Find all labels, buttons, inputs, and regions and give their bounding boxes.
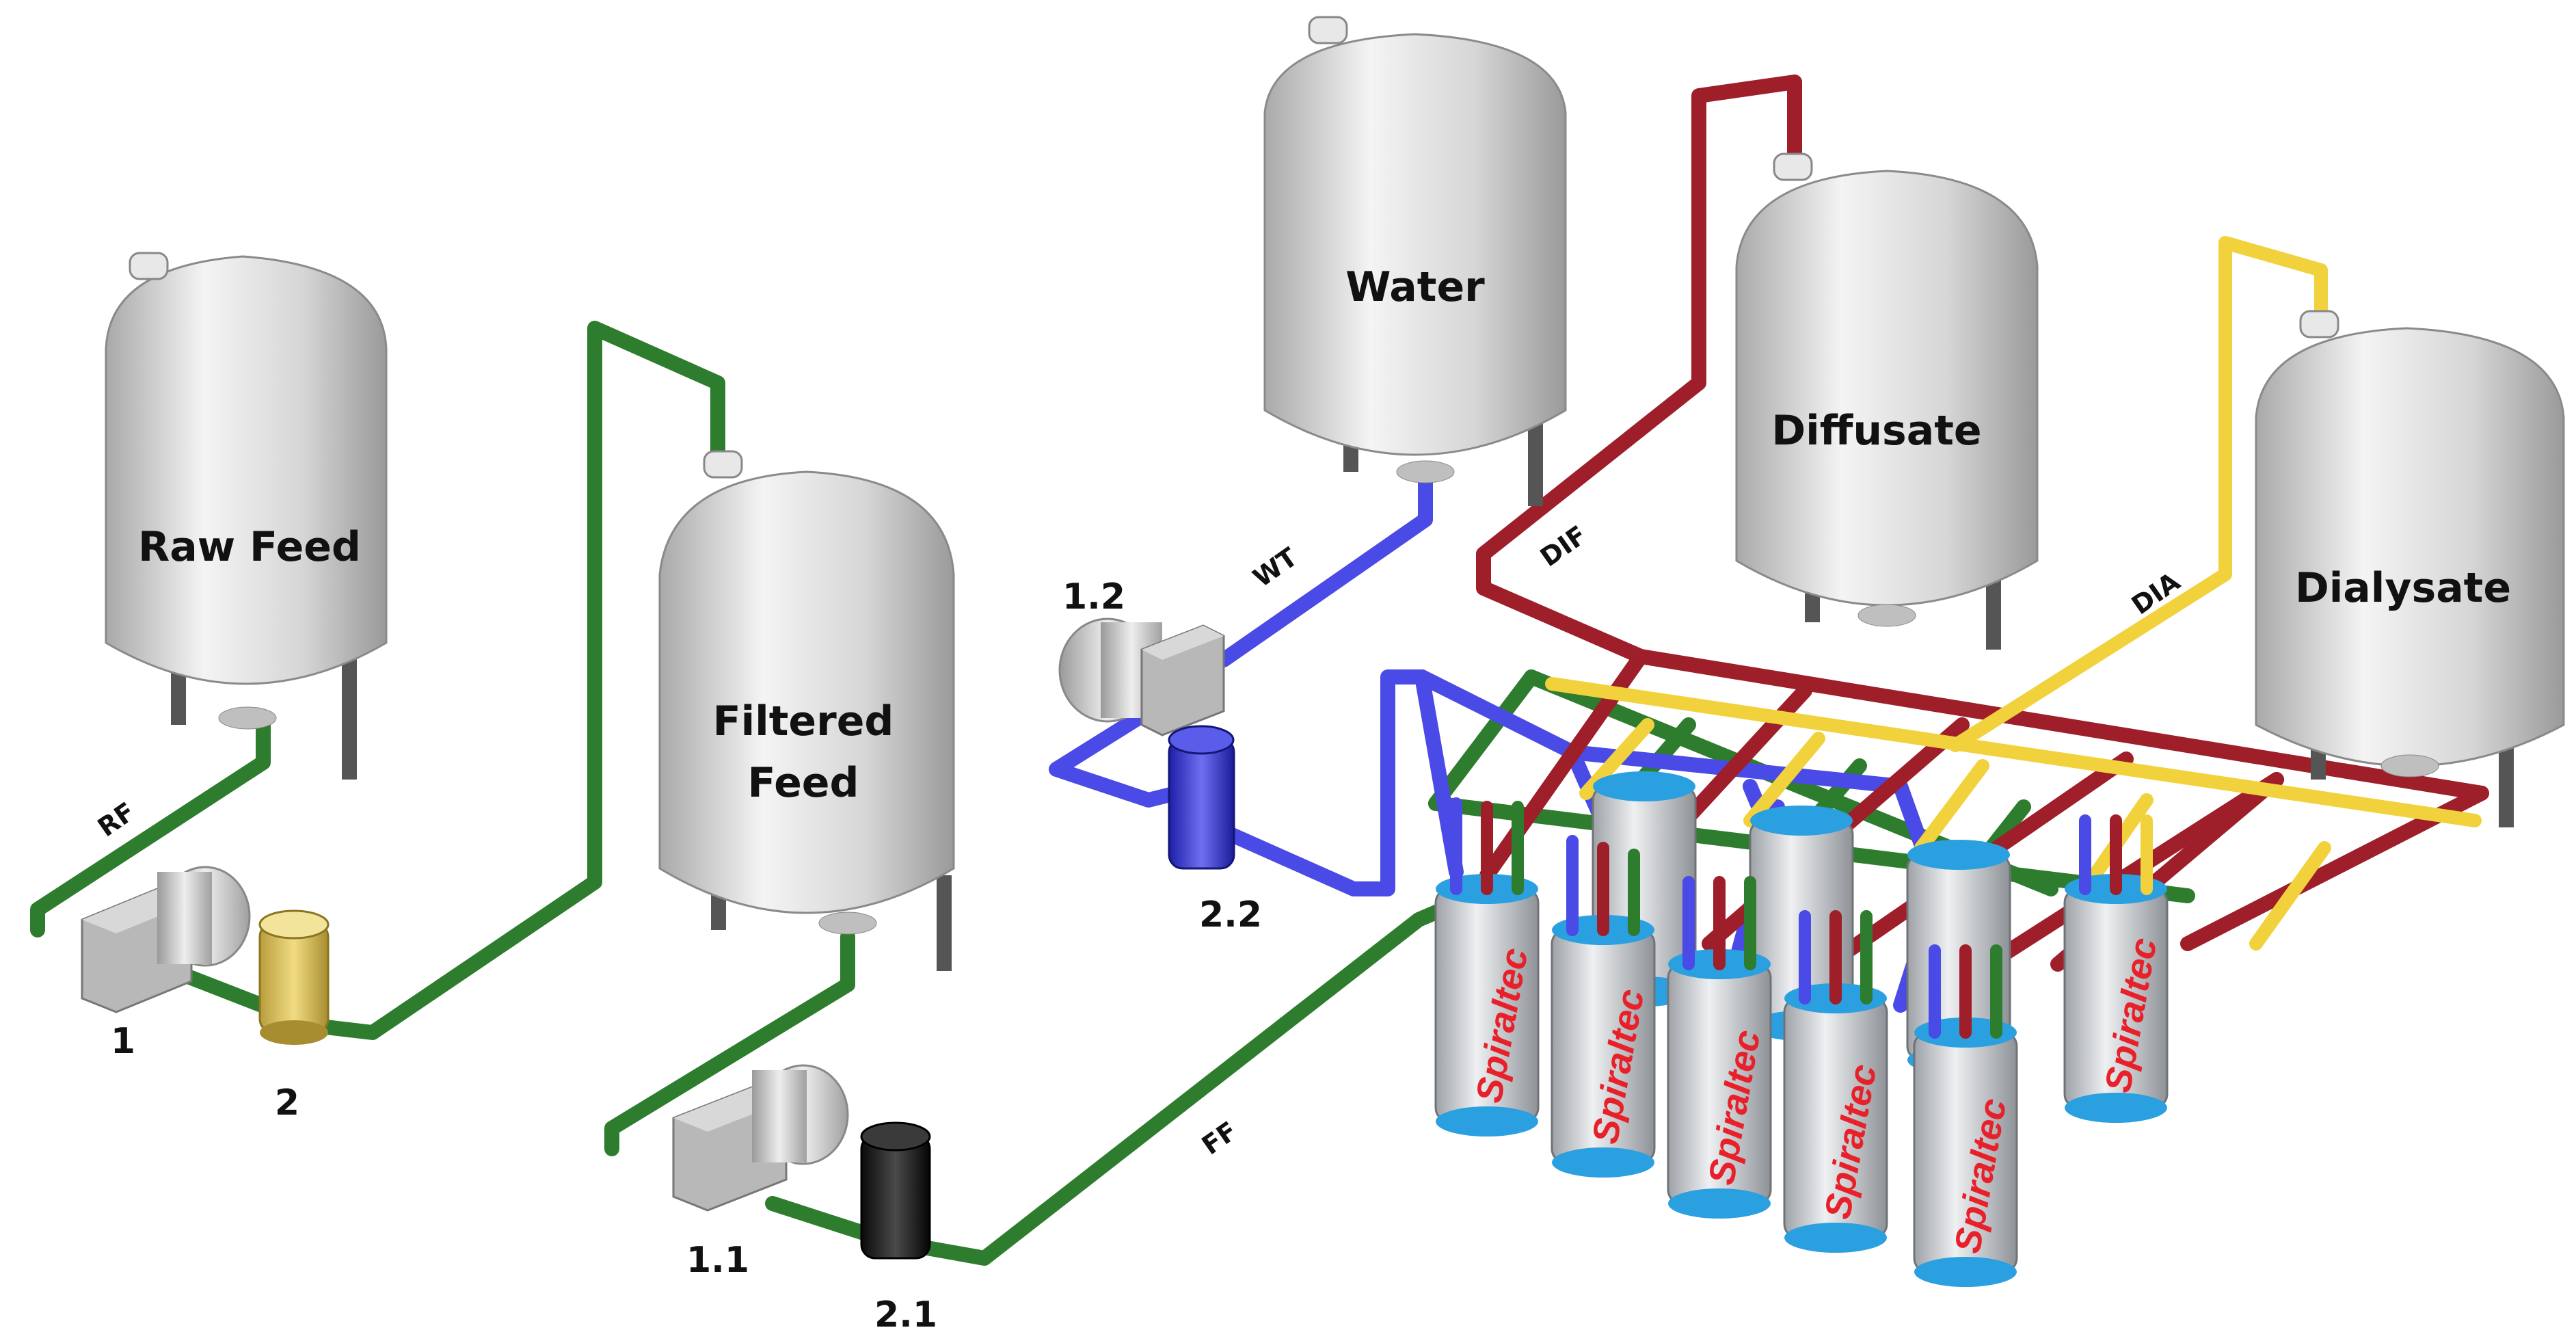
- raw-feed-tank: Raw Feed: [105, 252, 388, 780]
- dialysate-tank: Dialysate: [2255, 310, 2565, 827]
- filtered-feed-label-line2: Feed: [748, 759, 859, 807]
- module: Spiraltec: [1783, 983, 1888, 1253]
- pump-1-2-label: 1.2: [1062, 576, 1125, 617]
- dialysate-label: Dialysate: [2295, 564, 2511, 612]
- pump-1-1: [672, 1064, 849, 1212]
- module: Spiraltec: [1551, 915, 1656, 1178]
- pump-1-1-label: 1.1: [686, 1240, 749, 1281]
- filter-2-2: [1168, 725, 1235, 870]
- module: Spiraltec: [2063, 874, 2169, 1123]
- ff-line-label: FF: [1196, 1116, 1243, 1161]
- diffusate-tank: Diffusate: [1735, 152, 2039, 650]
- raw-feed-label: Raw Feed: [138, 523, 361, 571]
- rf-line-label: RF: [92, 797, 140, 843]
- pump-1-2: [1058, 617, 1225, 736]
- water-tank: Water: [1263, 16, 1567, 506]
- pump-1: [81, 866, 251, 1013]
- pump-1-label: 1: [111, 1021, 135, 1062]
- ff-tank-outlet-line: [604, 929, 855, 1156]
- filter-2-1: [860, 1121, 931, 1260]
- dia-line: [1948, 236, 2328, 752]
- wt-line-label: WT: [1248, 542, 1303, 593]
- filter-2-2-label: 2.2: [1199, 894, 1262, 935]
- dif-line-label: DIF: [1535, 520, 1592, 572]
- diffusate-label: Diffusate: [1771, 407, 1981, 455]
- filter-2-1-label: 2.1: [874, 1294, 937, 1335]
- filter-2: [258, 909, 330, 1045]
- filtered-feed-label-line1: Filtered: [713, 697, 894, 745]
- water-label: Water: [1345, 263, 1485, 311]
- module: Spiraltec: [1667, 949, 1772, 1219]
- membrane-modules: Spiraltec Spiraltec Spiraltec Spiraltec …: [1434, 771, 2169, 1287]
- module: Spiraltec: [1434, 874, 1540, 1136]
- module: Spiraltec: [1913, 1018, 2018, 1287]
- filtered-feed-tank: Filtered Feed: [658, 450, 955, 971]
- rf-line: [30, 710, 271, 938]
- filter-2-label: 2: [275, 1082, 299, 1123]
- wt-line: [1216, 471, 1433, 667]
- yellow-pipes: [1545, 236, 2482, 950]
